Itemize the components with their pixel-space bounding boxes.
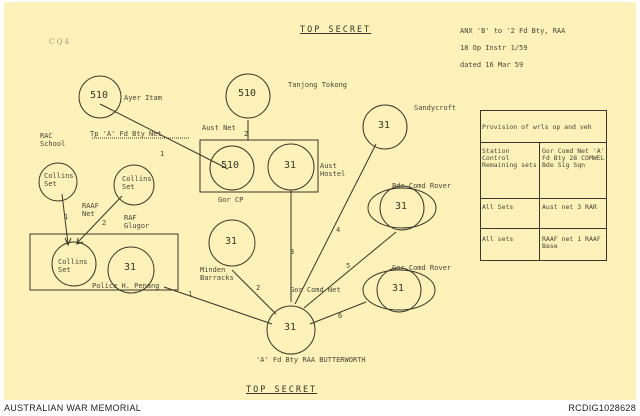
sandycroft-number: 31 <box>378 120 391 131</box>
police-collins-set: Collins Set <box>58 258 88 274</box>
node-gor-rover <box>376 267 422 313</box>
sandycroft-label: Sandycroft <box>414 104 457 112</box>
police-box <box>29 233 179 291</box>
arrow-rac-police <box>64 237 72 247</box>
gor-rover-label: Gor Comd Rover <box>392 264 452 272</box>
gor-cp-box <box>199 139 319 193</box>
node-police-collins <box>51 241 97 287</box>
link-minden-gor <box>231 269 277 315</box>
raf-glugor-label: RAF Glugor <box>124 214 150 230</box>
link-label-1c: 1 <box>188 290 193 298</box>
provision-row-left: All sets <box>482 235 514 243</box>
link-police-gor <box>163 286 273 325</box>
link-rac-police <box>61 193 69 245</box>
provision-table <box>480 110 607 261</box>
gor-rover-number: 31 <box>392 283 405 294</box>
link-label-4: 4 <box>336 226 341 234</box>
node-ayer-itam <box>78 75 122 119</box>
node-rac-school <box>38 162 78 202</box>
bde-rover-number: 31 <box>395 201 408 212</box>
link-bderover-gor <box>303 231 397 309</box>
provision-row-left: All Sets <box>482 203 514 211</box>
node-tanjong-tokong <box>225 73 271 119</box>
link-label-3: 3 <box>290 248 295 256</box>
tp-net-label: Tp 'A' Fd Bty Net <box>90 130 162 138</box>
link-gorrover-gor <box>309 301 367 325</box>
link-label-1: 1 <box>160 150 165 158</box>
aust-hostel-label: Aust Hostel <box>320 162 346 178</box>
node-battery <box>266 305 316 355</box>
link-label-6: 6 <box>338 312 343 320</box>
police-number: 31 <box>124 262 137 273</box>
provision-row: All Sets Aust net 3 RAR <box>480 198 607 229</box>
aust-hostel-number: 31 <box>284 160 297 171</box>
gor-comd-net-label: Gor Comd Net <box>290 286 341 294</box>
link-label-5: 5 <box>346 262 351 270</box>
link-label-1b: 1 <box>64 213 69 221</box>
rac-school-set: Collins Set <box>44 172 74 188</box>
provision-row-right: Aust net 3 RAR <box>542 203 597 211</box>
network-diagram <box>29 73 437 355</box>
raf-collins-set: Collins Set <box>122 175 152 191</box>
provision-row-right: RAAF net 1 RAAF Base <box>542 235 601 250</box>
bde-rover-label: Bde Comd Rover <box>392 182 452 190</box>
link-label-2: 2 <box>244 130 249 138</box>
document-sheet: C Q 4 TOP SECRET ANX 'B' to '2 Fd Bty, R… <box>4 2 636 400</box>
gor-cp-number: 510 <box>221 160 240 171</box>
reference-date: dated 16 Mar 59 <box>460 61 524 69</box>
node-gor-cp <box>209 145 255 191</box>
provision-table-header: Provision of wrls op and veh <box>480 110 607 143</box>
gor-cp-label: Gor CP <box>218 196 244 204</box>
battery-label: 'A' Fd Bty RAA BUTTERWORTH <box>256 356 366 364</box>
police-label: Police H. Penang <box>92 282 160 290</box>
reference-annex: ANX 'B' to '2 Fd Bty, RAA <box>460 27 566 35</box>
link-sandycroft-gor <box>294 143 377 305</box>
provision-row-left: Station Control Remaining sets <box>482 147 537 169</box>
minden-label: Minden Barracks <box>200 266 234 282</box>
classification-top: TOP SECRET <box>300 25 372 35</box>
link-ayer-gorcp <box>99 103 229 170</box>
node-bde-rover-outline <box>367 187 437 229</box>
provision-table-title: Provision of wrls op and veh <box>482 123 592 131</box>
node-aust-hostel <box>267 143 315 191</box>
minden-number: 31 <box>225 236 238 247</box>
link-label-2c: 2 <box>256 284 261 292</box>
node-police-31 <box>107 246 155 294</box>
provision-row-right: Gor Comd Net 'A' Fd Bty 28 COMWEL Bde Si… <box>542 147 605 169</box>
archive-name: AUSTRALIAN WAR MEMORIAL <box>4 403 142 413</box>
provision-row: All sets RAAF net 1 RAAF Base <box>480 228 607 261</box>
battery-number: 31 <box>284 322 297 333</box>
classification-bottom: TOP SECRET <box>246 385 318 395</box>
provision-table-divider <box>539 142 540 261</box>
pencil-mark: C Q 4 <box>49 38 69 46</box>
node-minden <box>208 219 256 267</box>
node-bde-rover <box>379 185 425 231</box>
provision-row: Station Control Remaining sets Gor Comd … <box>480 142 607 199</box>
tanjong-tokong-number: 510 <box>238 88 257 99</box>
aust-net-label: Aust Net <box>202 124 236 132</box>
rac-school-label: RAC School <box>40 132 66 148</box>
arrow-raf-police <box>76 237 84 245</box>
reference-instruction: 18 Op Instr 1/59 <box>460 44 528 52</box>
archive-footer <box>0 400 640 416</box>
node-sandycroft <box>362 104 408 150</box>
node-raf-set <box>113 164 155 206</box>
link-label-2b: 2 <box>102 219 107 227</box>
ayer-itam-number: 510 <box>90 90 109 101</box>
node-gor-rover-outline <box>362 269 436 311</box>
archive-id: RCDIG1028628 <box>568 403 636 413</box>
ayer-itam-label: Ayer Itam <box>124 94 162 102</box>
raaf-net-label: RAAF Net <box>82 202 99 218</box>
tanjong-tokong-label: Tanjong Tokong <box>288 81 348 89</box>
